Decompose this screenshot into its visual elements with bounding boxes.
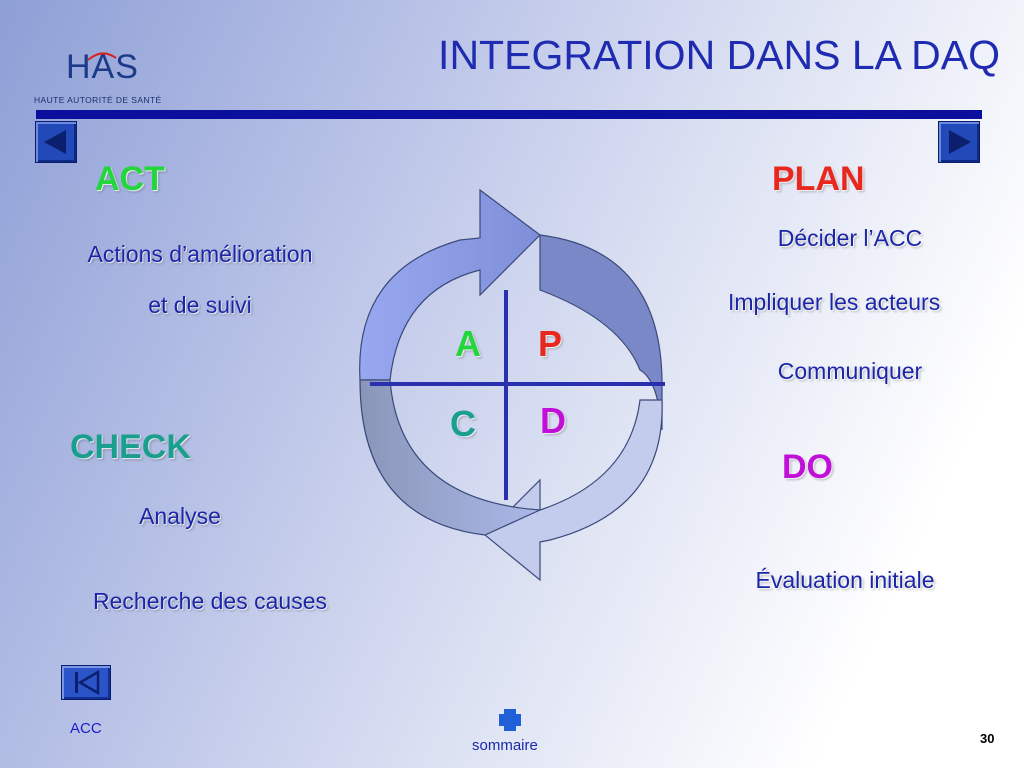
next-arrow-icon [949,130,971,154]
title-underline [36,110,982,119]
logo-text: HAS [66,48,139,86]
prev-arrow-icon [44,130,66,154]
previous-slide-button[interactable] [35,121,77,163]
upper-arrow-band [359,188,541,381]
first-slide-button[interactable] [61,665,111,700]
plan-item: Impliquer les acteurs [728,289,941,315]
sommaire-link[interactable]: sommaire [472,737,538,754]
quadrant-do-letter: D [540,400,566,441]
home-first-icon [75,669,100,696]
sommaire-icon[interactable] [498,708,522,732]
check-heading: CHECK [70,428,191,466]
act-heading: ACT [95,160,165,198]
plan-item: Décider l’ACC [777,225,923,251]
plan-heading: PLAN [772,160,865,198]
left-arrow-band [359,379,541,536]
do-heading: DO [782,448,833,486]
check-item: Analyse [139,503,221,529]
has-logo [87,52,117,61]
quadrant-check-letter: C [450,403,476,444]
logo-subtitle: HAUTE AUTORITÉ DE SANTÉ [34,95,162,105]
plan-item: Communiquer [777,358,923,384]
check-item: Recherche des causes [93,588,327,614]
next-slide-button[interactable] [938,121,980,163]
page-number: 30 [980,731,995,746]
slide-title: INTEGRATION DANS LA DAQ [438,32,1000,78]
act-item: Actions d’amélioration [87,241,313,267]
pdca-cycle-diagram [359,188,665,582]
acc-link[interactable]: ACC [70,720,102,737]
quadrant-act-letter: A [455,323,481,364]
quadrant-plan-letter: P [538,323,563,364]
do-item: Évaluation initiale [755,567,935,593]
act-item: et de suivi [148,292,252,318]
lower-arrow-band [484,399,663,582]
